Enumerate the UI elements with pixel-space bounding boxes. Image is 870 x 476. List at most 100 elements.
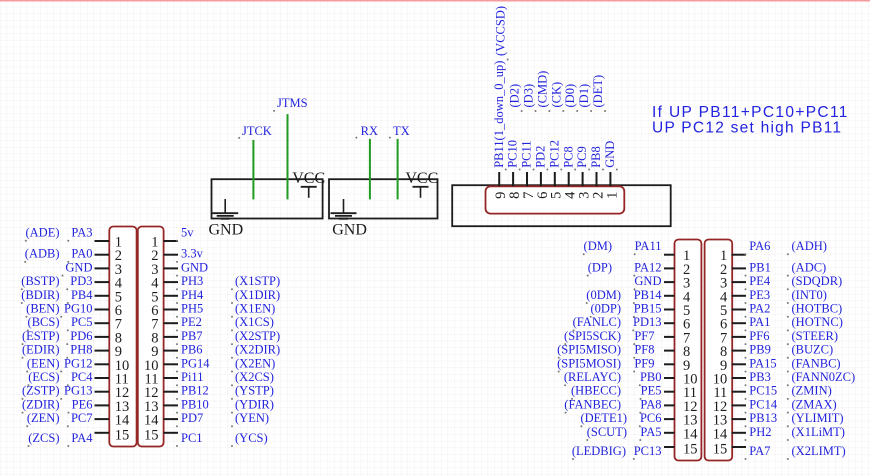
svg-text:(ADB): (ADB) (25, 247, 60, 261)
svg-text:(DET): (DET) (591, 75, 605, 108)
svg-text:14: 14 (713, 426, 728, 442)
svg-text:(ZSTP): (ZSTP) (22, 384, 60, 398)
svg-text:3: 3 (720, 276, 727, 292)
svg-text:(0DP): (0DP) (590, 302, 621, 316)
svg-text:VCC: VCC (292, 170, 325, 187)
svg-text:10: 10 (144, 358, 159, 374)
svg-text:12: 12 (683, 399, 698, 415)
svg-text:(INT0): (INT0) (792, 288, 827, 302)
svg-text:(YCS): (YCS) (235, 431, 268, 445)
svg-text:7: 7 (720, 330, 727, 346)
svg-text:(VCCSD): (VCCSD) (494, 6, 508, 56)
svg-text:(EDIR): (EDIR) (22, 343, 60, 357)
svg-text:Pi11: Pi11 (181, 370, 203, 384)
svg-text:PC5: PC5 (71, 315, 93, 329)
svg-text:PC12: PC12 (547, 140, 561, 168)
svg-text:PE6: PE6 (72, 397, 93, 411)
svg-text:(SDQDR): (SDQDR) (792, 274, 843, 288)
svg-text:PB15: PB15 (634, 302, 662, 316)
svg-text:(SCUT): (SCUT) (587, 425, 627, 439)
svg-text:PC15: PC15 (749, 384, 777, 398)
svg-text:PF7: PF7 (634, 329, 654, 343)
svg-text:(FANBC): (FANBC) (792, 356, 841, 370)
svg-text:GND: GND (603, 141, 617, 168)
svg-text:(YEN): (YEN) (235, 411, 269, 425)
svg-text:PC14: PC14 (749, 397, 778, 411)
svg-text:5: 5 (720, 303, 727, 319)
svg-text:PA6: PA6 (749, 239, 770, 253)
svg-text:(HOTBC): (HOTBC) (792, 302, 843, 316)
svg-text:(RELAYC): (RELAYC) (564, 370, 621, 384)
svg-text:PA8: PA8 (640, 397, 661, 411)
svg-text:8: 8 (151, 330, 158, 346)
svg-text:PG14: PG14 (181, 356, 210, 370)
svg-text:2: 2 (720, 262, 727, 278)
svg-text:2: 2 (115, 248, 122, 264)
svg-text:8: 8 (507, 192, 523, 199)
svg-text:13: 13 (144, 399, 159, 415)
svg-text:(BCS): (BCS) (28, 315, 60, 329)
svg-text:3.3v: 3.3v (181, 247, 204, 261)
svg-text:PH3: PH3 (181, 274, 203, 288)
svg-text:15: 15 (713, 442, 728, 458)
svg-text:PH5: PH5 (181, 302, 203, 316)
svg-text:7: 7 (683, 330, 690, 346)
svg-text:(FANLC): (FANLC) (573, 315, 621, 329)
svg-text:14: 14 (683, 426, 698, 442)
svg-text:PG10: PG10 (64, 302, 92, 316)
svg-text:PF9: PF9 (634, 356, 654, 370)
svg-text:14: 14 (115, 413, 130, 429)
svg-text:(YLIMIT): (YLIMIT) (792, 411, 844, 425)
svg-text:10: 10 (115, 358, 130, 374)
svg-text:(X2EN): (X2EN) (235, 356, 275, 370)
svg-text:(D1): (D1) (577, 84, 591, 108)
svg-text:(X2DIR): (X2DIR) (235, 343, 280, 357)
svg-text:PA2: PA2 (749, 302, 770, 316)
svg-text:PG13: PG13 (64, 384, 92, 398)
svg-text:12: 12 (713, 399, 728, 415)
svg-text:(ZEN): (ZEN) (27, 411, 60, 425)
svg-text:VCC: VCC (405, 170, 438, 187)
svg-text:PA15: PA15 (749, 356, 776, 370)
svg-text:PB13: PB13 (749, 411, 777, 425)
svg-text:PA0: PA0 (71, 247, 92, 261)
svg-text:PB4: PB4 (71, 288, 93, 302)
svg-text:4: 4 (115, 276, 123, 292)
svg-text:7: 7 (151, 317, 158, 333)
svg-text:(FANBEC): (FANBEC) (564, 397, 621, 411)
svg-text:(SPI5SCK): (SPI5SCK) (564, 329, 621, 343)
svg-text:11: 11 (115, 372, 129, 388)
svg-text:PA12: PA12 (634, 260, 661, 274)
svg-text:9: 9 (683, 358, 690, 374)
svg-text:(HOTNC): (HOTNC) (792, 315, 843, 329)
svg-text:PB11(1_down_0_up): PB11(1_down_0_up) (492, 61, 506, 168)
svg-text:(X2LIMT): (X2LIMT) (792, 444, 846, 458)
svg-text:PE3: PE3 (749, 288, 770, 302)
svg-text:PA3: PA3 (71, 226, 92, 240)
svg-text:(ESTP): (ESTP) (22, 329, 60, 343)
svg-text:1: 1 (720, 248, 727, 264)
svg-text:8: 8 (115, 330, 122, 346)
svg-text:3: 3 (683, 276, 690, 292)
svg-text:PD7: PD7 (181, 411, 203, 425)
svg-text:(0DM): (0DM) (586, 288, 621, 302)
svg-text:(X1LiMT): (X1LiMT) (792, 425, 845, 439)
svg-text:PA7: PA7 (749, 444, 770, 458)
svg-text:PC1: PC1 (181, 431, 203, 445)
svg-text:(BDIR): (BDIR) (21, 288, 59, 302)
svg-text:15: 15 (115, 427, 130, 443)
svg-text:8: 8 (683, 344, 690, 360)
svg-text:10: 10 (683, 372, 698, 388)
svg-text:(SPI5MISO): (SPI5MISO) (557, 343, 621, 357)
svg-text:13: 13 (683, 413, 698, 429)
svg-text:14: 14 (144, 413, 159, 429)
svg-text:UP PC12 set high PB11: UP PC12 set high PB11 (652, 119, 842, 136)
svg-text:5: 5 (115, 289, 122, 305)
svg-text:(D0): (D0) (563, 84, 577, 108)
svg-text:5: 5 (151, 289, 158, 305)
svg-text:TX: TX (393, 124, 410, 138)
svg-text:(CMD): (CMD) (535, 71, 549, 108)
svg-text:PC9: PC9 (575, 146, 589, 168)
svg-text:11: 11 (713, 385, 727, 401)
svg-text:6: 6 (720, 317, 727, 333)
